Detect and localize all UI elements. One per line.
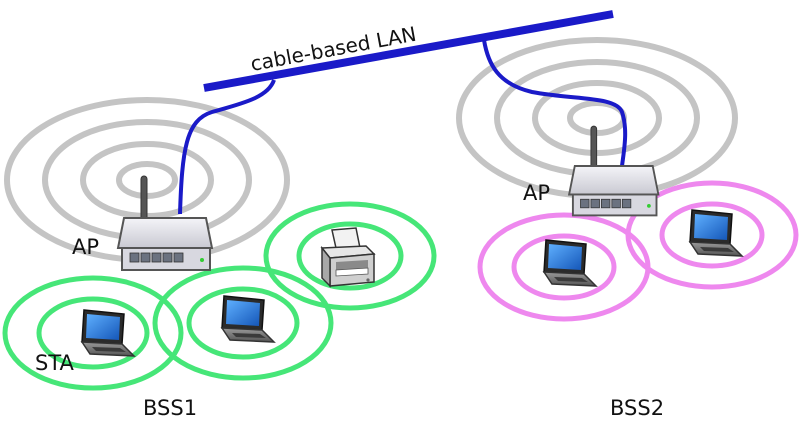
ap1-label: AP bbox=[72, 235, 99, 259]
bss2-label: BSS2 bbox=[610, 396, 664, 420]
bss1-laptop-icon-sta bbox=[81, 309, 135, 357]
sta-label: STA bbox=[35, 351, 75, 375]
ap1-cable bbox=[178, 79, 276, 215]
lan-backbone bbox=[203, 10, 614, 92]
bss1-printer-icon bbox=[321, 227, 375, 287]
bss1-label: BSS1 bbox=[143, 396, 197, 420]
ap2-label: AP bbox=[523, 181, 550, 205]
bss2-laptop-icon-1 bbox=[543, 239, 597, 287]
bss1-laptop-icon bbox=[221, 295, 275, 343]
bss2-laptop-icon-2 bbox=[689, 209, 743, 257]
bss1-station-rings bbox=[2, 201, 437, 391]
ap2-cable bbox=[482, 39, 628, 167]
bss2-station-rings bbox=[477, 180, 799, 322]
